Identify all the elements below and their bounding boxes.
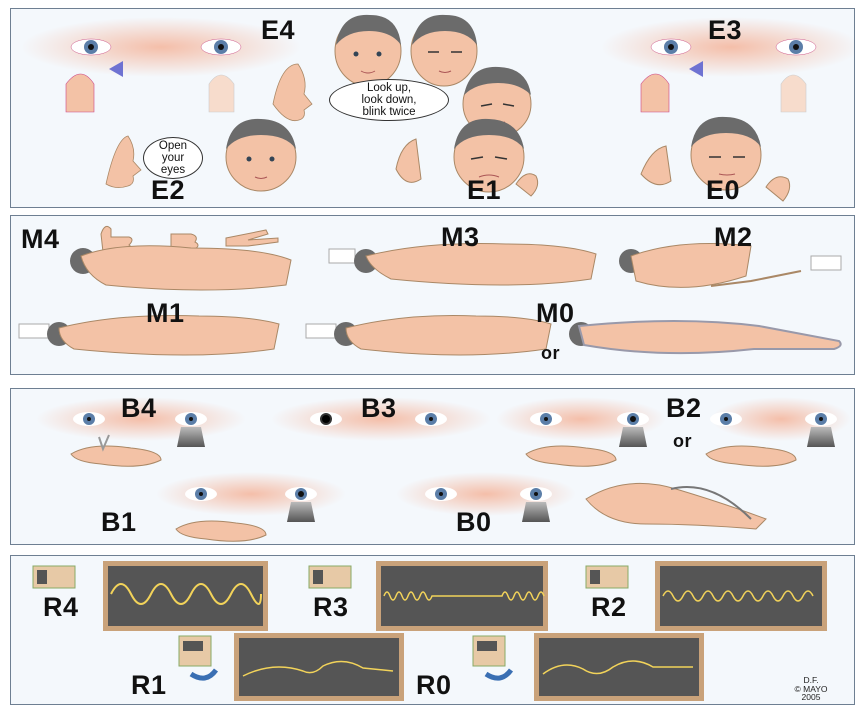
speech-line-1: Look up,	[367, 82, 411, 94]
r1-monitor	[234, 633, 404, 701]
open-eyes-speech-bubble: Open your eyes	[143, 137, 203, 179]
r0-monitor	[534, 633, 704, 701]
r1-ventilator-illustration	[179, 636, 216, 678]
b1-label: B1	[101, 509, 137, 536]
m3-label: M3	[441, 224, 480, 251]
m0-or-text: or	[541, 344, 560, 362]
r4-label: R4	[43, 594, 79, 621]
r3-monitor	[376, 561, 548, 631]
r2-label: R2	[591, 594, 627, 621]
r3-label: R3	[313, 594, 349, 621]
b1-eyes-illustration	[156, 472, 346, 541]
look-up-speech-bubble: Look up, look down, blink twice	[329, 79, 449, 121]
speech-line-1: Open	[159, 140, 187, 152]
m4-label: M4	[21, 226, 60, 253]
r1-label: R1	[131, 672, 167, 699]
brainstem-reflexes-panel: B4 B3 B2 or B1 B0	[10, 388, 855, 545]
eye-response-panel: E4 E3 E2 E1 E0 Look up, look down, blink…	[10, 8, 855, 208]
e2-label: E2	[151, 177, 185, 204]
speech-line-2: your	[162, 152, 184, 164]
r2-monitor	[655, 561, 827, 631]
m4-patient-illustration	[70, 246, 291, 290]
r4-monitor	[103, 561, 268, 631]
e4-eyes-illustration	[21, 17, 301, 112]
r2-ventilator-illustration	[586, 566, 628, 588]
m2-label: M2	[714, 224, 753, 251]
e3-label: E3	[708, 17, 742, 44]
r4-ventilator-illustration	[33, 566, 75, 588]
r0-ventilator-illustration	[473, 636, 511, 678]
e0-label: E0	[706, 177, 740, 204]
r3-ventilator-illustration	[309, 566, 351, 588]
mayo-credit: D.F. © MAYO 2005	[791, 676, 831, 702]
credit-year: 2005	[791, 693, 831, 702]
m0-patient-illustration	[306, 316, 551, 356]
b4-label: B4	[121, 395, 157, 422]
b2-label: B2	[666, 395, 702, 422]
b2-or-text: or	[673, 432, 692, 450]
m1-label: M1	[146, 300, 185, 327]
b0-label: B0	[456, 509, 492, 536]
m0-alternate-patient-illustration	[569, 321, 841, 353]
b3-label: B3	[361, 395, 397, 422]
speech-line-2: look down,	[362, 94, 417, 106]
speech-line-3: eyes	[161, 164, 185, 176]
e1-label: E1	[467, 177, 501, 204]
m0-label: M0	[536, 300, 575, 327]
e4-label: E4	[261, 17, 295, 44]
r0-label: R0	[416, 672, 452, 699]
b0-eyes-illustration	[396, 472, 766, 529]
respiration-panel: R4 R3 R2 R1 R0 D.F. © MAYO 2005	[10, 555, 855, 705]
motor-response-panel: M4 M3 M2 M1 M0 or	[10, 215, 855, 375]
speech-line-3: blink twice	[362, 106, 415, 118]
